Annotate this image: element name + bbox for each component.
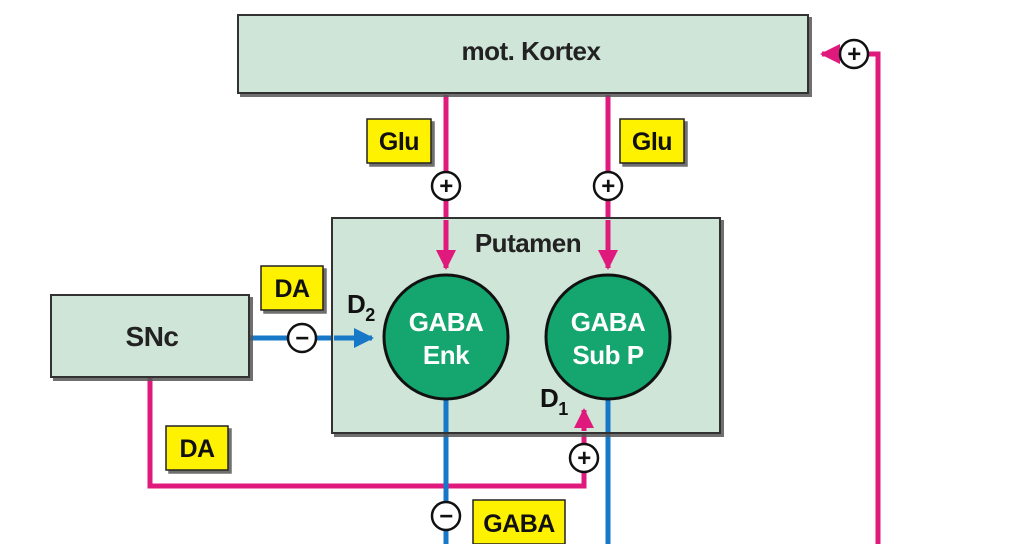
gaba-enk-neuron: GABA Enk xyxy=(382,273,510,401)
da-tag-upper: DA xyxy=(260,265,324,311)
minus-symbol: − xyxy=(439,503,453,530)
plus-symbol: + xyxy=(577,445,591,472)
da-tag-lower-text: DA xyxy=(179,435,215,463)
d1-receptor-label: D1 xyxy=(540,383,568,419)
glu-tag-right: Glu xyxy=(619,118,685,164)
plus-symbol: + xyxy=(601,173,615,200)
minus-sign-da-d2: − xyxy=(286,322,318,354)
plus-sign-glu-left: + xyxy=(430,170,462,202)
da-tag-upper-text: DA xyxy=(274,275,310,303)
plus-sign-glu-right: + xyxy=(592,170,624,202)
thalamic-feedback-path xyxy=(820,44,881,544)
d2-subscript: 2 xyxy=(365,305,375,325)
glu-tag-right-text: Glu xyxy=(632,128,672,156)
d2-letter: D xyxy=(347,289,365,319)
plus-symbol: + xyxy=(439,173,453,200)
gaba-enk-line1: GABA xyxy=(409,307,484,337)
glu-tag-left: Glu xyxy=(366,118,432,164)
putamen-label: Putamen xyxy=(475,228,581,258)
gaba-subp-neuron: GABA Sub P xyxy=(544,273,672,401)
d2-receptor-label: D2 xyxy=(347,289,375,325)
d1-subscript: 1 xyxy=(558,399,568,419)
glu-tag-left-text: Glu xyxy=(379,128,419,156)
gaba-enk-line2: Enk xyxy=(423,340,470,370)
gaba-tag-bottom-text: GABA xyxy=(483,510,555,538)
cortex-label: mot. Kortex xyxy=(462,36,602,66)
minus-sign-gaba-output: − xyxy=(430,500,462,532)
cortex-box: mot. Kortex xyxy=(237,14,809,94)
plus-symbol: + xyxy=(847,41,861,68)
plus-sign-feedback: + xyxy=(838,38,870,70)
gaba-subp-line2: Sub P xyxy=(572,340,643,370)
snc-box: SNc xyxy=(50,294,250,378)
d1-letter: D xyxy=(540,383,558,413)
gaba-subp-line1: GABA xyxy=(571,307,646,337)
da-tag-lower: DA xyxy=(165,425,229,471)
minus-symbol: − xyxy=(295,325,309,352)
snc-label: SNc xyxy=(126,321,179,352)
gaba-tag-bottom: GABA xyxy=(472,499,566,544)
plus-sign-da-d1: + xyxy=(568,442,600,474)
